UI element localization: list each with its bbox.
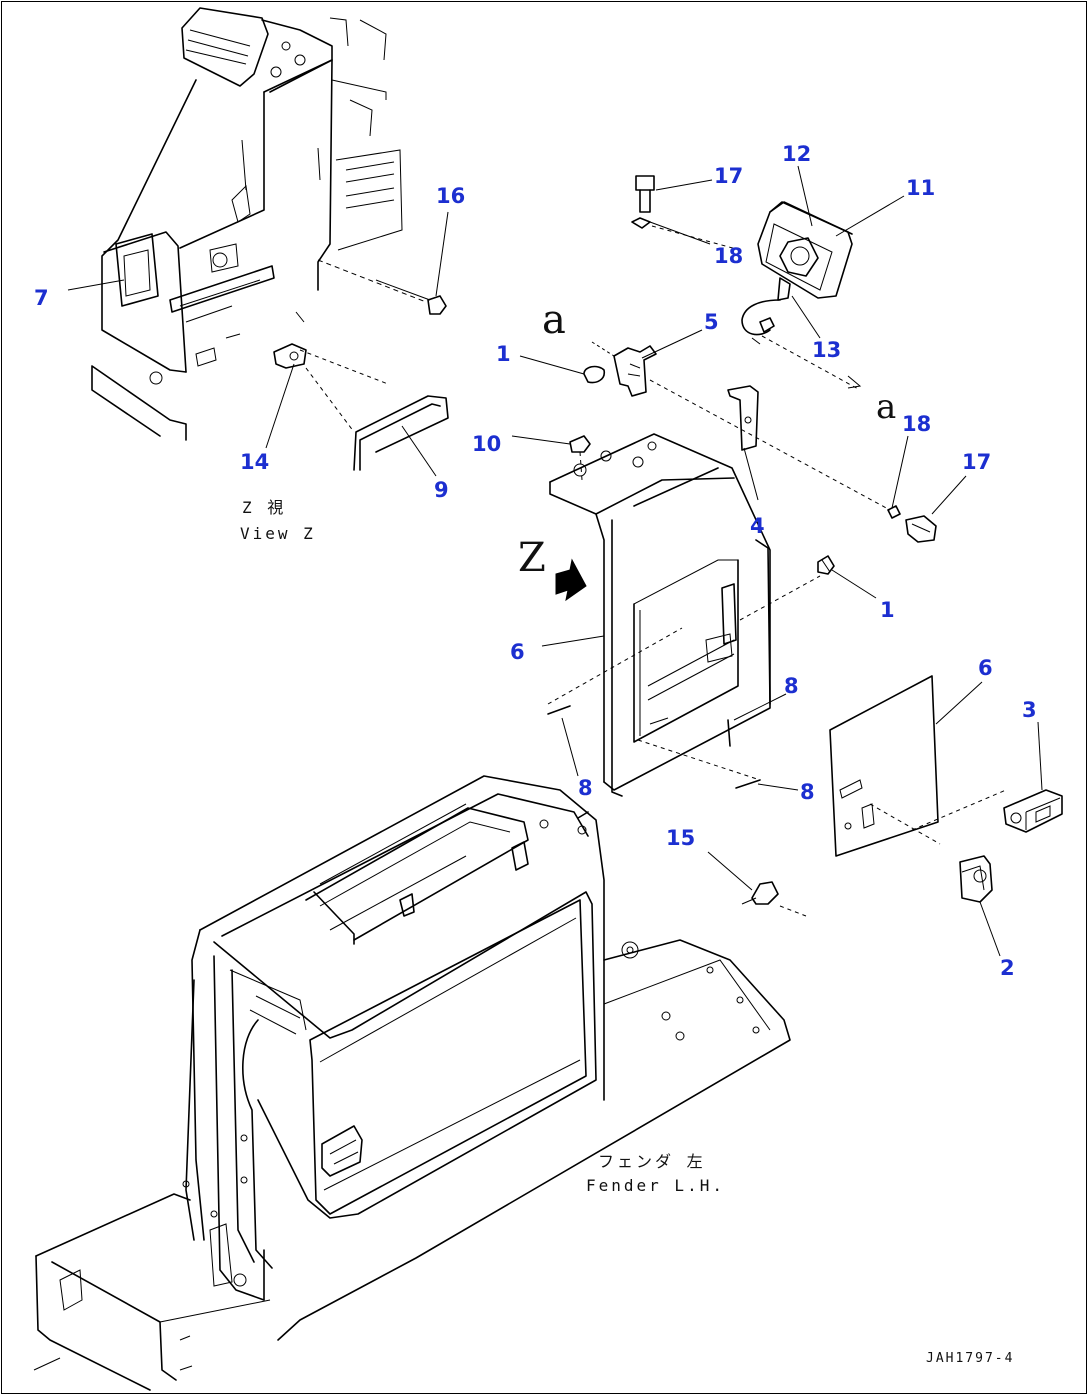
callout-15: 15 xyxy=(666,826,696,850)
callout-2: 2 xyxy=(1000,956,1015,980)
callout-6-post: 6 xyxy=(510,640,525,664)
lamp-post-6 xyxy=(547,433,821,797)
drawing-code: JAH1797-4 xyxy=(926,1351,1015,1366)
callout-11: 11 xyxy=(906,176,936,200)
callout-9: 9 xyxy=(434,478,449,502)
fender-caption-en: Fender L.H. xyxy=(586,1176,725,1195)
callout-5: 5 xyxy=(704,310,719,334)
cover-plate-6 xyxy=(829,675,1007,857)
callout-10: 10 xyxy=(472,432,502,456)
view-z-arrow xyxy=(555,558,587,602)
callout-8-inner: 8 xyxy=(784,674,799,698)
ref-a-top: a xyxy=(542,297,566,343)
nut-1-right xyxy=(817,555,835,575)
stay-4 xyxy=(727,385,759,451)
fender-lh xyxy=(33,775,791,1391)
leader-lines xyxy=(67,165,1043,957)
bracket-5 xyxy=(583,341,891,511)
callout-14: 14 xyxy=(240,450,270,474)
switch-3 xyxy=(1003,789,1063,833)
fender-caption-jp: フェンダ 左 xyxy=(598,1152,706,1171)
callout-18-right: 18 xyxy=(902,412,932,436)
callout-18-top: 18 xyxy=(714,244,744,268)
pins-8 xyxy=(547,705,761,819)
callout-3: 3 xyxy=(1022,698,1037,722)
nut-10 xyxy=(569,435,591,481)
callout-12: 12 xyxy=(782,142,812,166)
callout-4: 4 xyxy=(750,514,765,538)
bolt-washer-right xyxy=(761,335,937,543)
work-lamp xyxy=(741,201,853,345)
callout-17-top: 17 xyxy=(714,164,744,188)
callout-17-right: 17 xyxy=(962,450,992,474)
callout-6-cover: 6 xyxy=(978,656,993,680)
holder-2 xyxy=(959,855,993,903)
callout-7: 7 xyxy=(34,286,49,310)
view-z-caption-en: View Z xyxy=(240,524,316,543)
callout-1-top: 1 xyxy=(496,342,511,366)
view-z-label: Z xyxy=(518,535,546,581)
clip-15 xyxy=(741,881,807,917)
callout-8-bottom: 8 xyxy=(578,776,593,800)
view-z-assembly xyxy=(91,7,449,471)
ref-a-right: a xyxy=(876,387,897,427)
view-z-caption-jp: Z 視 xyxy=(242,498,287,517)
callout-16: 16 xyxy=(436,184,466,208)
callout-1-right: 1 xyxy=(880,598,895,622)
callout-8-right: 8 xyxy=(800,780,815,804)
callout-13: 13 xyxy=(812,338,842,362)
